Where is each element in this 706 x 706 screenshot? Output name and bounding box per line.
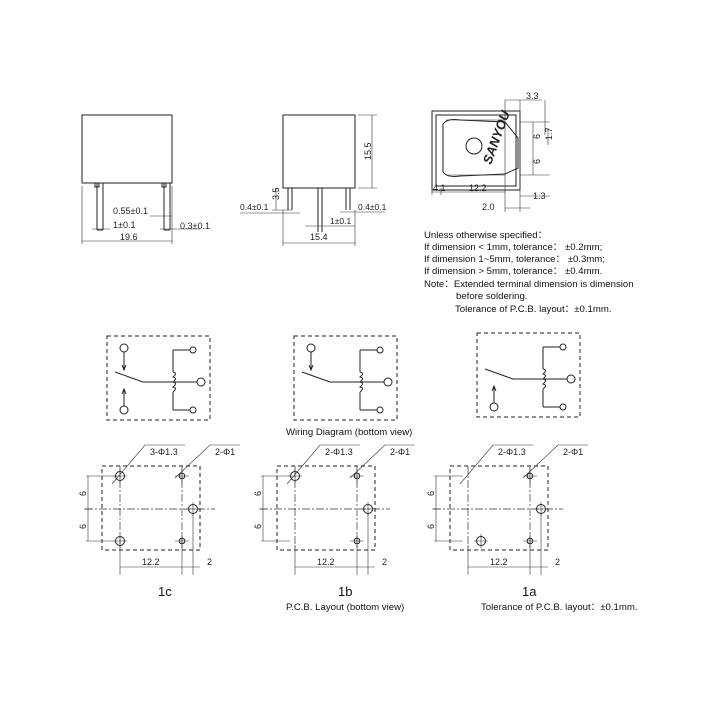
dim-height: 15.5: [363, 142, 373, 160]
top-view: SANYOU 3.3 6 6 1.7 4.1 12.2 1.3 2.0: [431, 91, 554, 212]
dim-pin-left: 0.4±0.1: [240, 202, 269, 212]
coil-icon: [358, 371, 363, 393]
hole-label-large: 2-Φ1.3: [325, 447, 353, 457]
dim-pin-right: 0.4±0.1: [358, 202, 387, 212]
dim-12-2: 12.2: [317, 557, 335, 567]
front-view: 0.55±0.1 1±0.1 0.3±0.1 19.6: [81, 114, 210, 244]
dim-pin-len: 3.5: [271, 187, 281, 200]
switch-arm: [484, 346, 567, 408]
dim-pin-thick: 1±0.1: [113, 220, 135, 230]
no-contact: [489, 402, 499, 412]
pcb-caption: P.C.B. Layout (bottom view): [286, 602, 404, 613]
dim-6a: 6: [426, 491, 436, 496]
coil-icon: [541, 368, 546, 390]
pcb-label-1c: 1c: [158, 584, 172, 599]
note-line: If dimension > 5mm, tolerance： ±0.4mm.: [424, 266, 602, 277]
no-contact: [119, 405, 129, 415]
dim-pin-width: 0.55±0.1: [113, 206, 148, 216]
dim-2: 2: [207, 557, 212, 567]
hole-label-small: 2-Φ1: [390, 447, 410, 457]
dim-6a: 6: [532, 134, 542, 139]
brand-logo: SANYOU: [480, 108, 513, 166]
dim-1-7: 1.7: [544, 127, 554, 140]
hole-label-large: 2-Φ1.3: [498, 447, 526, 457]
dim-width: 19.6: [120, 232, 138, 242]
relay-body-front: [81, 114, 173, 184]
switch-arm: [301, 349, 384, 411]
dim-6b: 6: [532, 159, 542, 164]
note-line: If dimension 1~5mm, tolerance： ±0.3mm;: [424, 254, 605, 265]
dim-2: 2: [382, 557, 387, 567]
pcb-tolerance-caption: Tolerance of P.C.B. layout：±0.1mm.: [481, 602, 638, 613]
dim-4-1: 4.1: [433, 183, 446, 193]
note-line: Tolerance of P.C.B. layout：±0.1mm.: [455, 304, 612, 315]
dim-pin-mid: 1±0.1: [330, 216, 351, 226]
tolerance-notes: Unless otherwise specified： If dimension…: [424, 230, 634, 315]
pcb-layout-1c: 3-Φ1.3 2-Φ1 6 6 12.2 2: [78, 444, 240, 575]
wiring-diagrams: [106, 332, 581, 421]
dim-6b: 6: [253, 524, 263, 529]
wiring-diagram: [106, 335, 211, 421]
dim-width-side: 15.4: [310, 232, 328, 242]
wiring-caption: Wiring Diagram (bottom view): [286, 427, 412, 438]
relay-body-side: [282, 114, 356, 189]
dim-12-2: 12.2: [142, 557, 160, 567]
note-line: Note：Extended terminal dimension is dime…: [424, 279, 634, 290]
dim-2-0: 2.0: [482, 202, 495, 212]
note-line: before soldering.: [456, 291, 527, 302]
hole-label-small: 2-Φ1: [215, 447, 235, 457]
dim-12-2: 12.2: [490, 557, 508, 567]
coil-icon: [171, 371, 176, 393]
dim-1-3: 1.3: [533, 191, 546, 201]
side-view: 15.5 3.5 0.4±0.1 0.4±0.1 1±0.1 15.4: [240, 114, 387, 246]
note-line: If dimension < 1mm, tolerance： ±0.2mm;: [424, 242, 602, 253]
dim-6b: 6: [78, 524, 88, 529]
switch-arm: [114, 349, 197, 411]
dim-pin-edge: 0.3±0.1: [180, 221, 210, 231]
note-line: Unless otherwise specified：: [424, 230, 547, 241]
wiring-diagram: [293, 335, 398, 421]
pcb-layout-1a: 2-Φ1.3 2-Φ1 6 6 12.2 2: [426, 444, 588, 575]
nc-contact: [306, 343, 316, 353]
pcb-label-1a: 1a: [522, 584, 537, 599]
hole-label-small: 2-Φ1: [563, 447, 583, 457]
dim-2: 2: [555, 557, 560, 567]
hole-label-large: 3-Φ1.3: [150, 447, 178, 457]
pcb-label-1b: 1b: [338, 584, 352, 599]
dim-6b: 6: [426, 524, 436, 529]
nc-contact: [119, 343, 129, 353]
pcb-layout-1b: 2-Φ1.3 2-Φ1 6 6 12.2 2: [253, 444, 415, 575]
dim-6a: 6: [78, 491, 88, 496]
dim-12-2: 12.2: [469, 183, 487, 193]
dim-3-3: 3.3: [526, 91, 539, 101]
wiring-diagram: [476, 332, 581, 418]
dim-6a: 6: [253, 491, 263, 496]
